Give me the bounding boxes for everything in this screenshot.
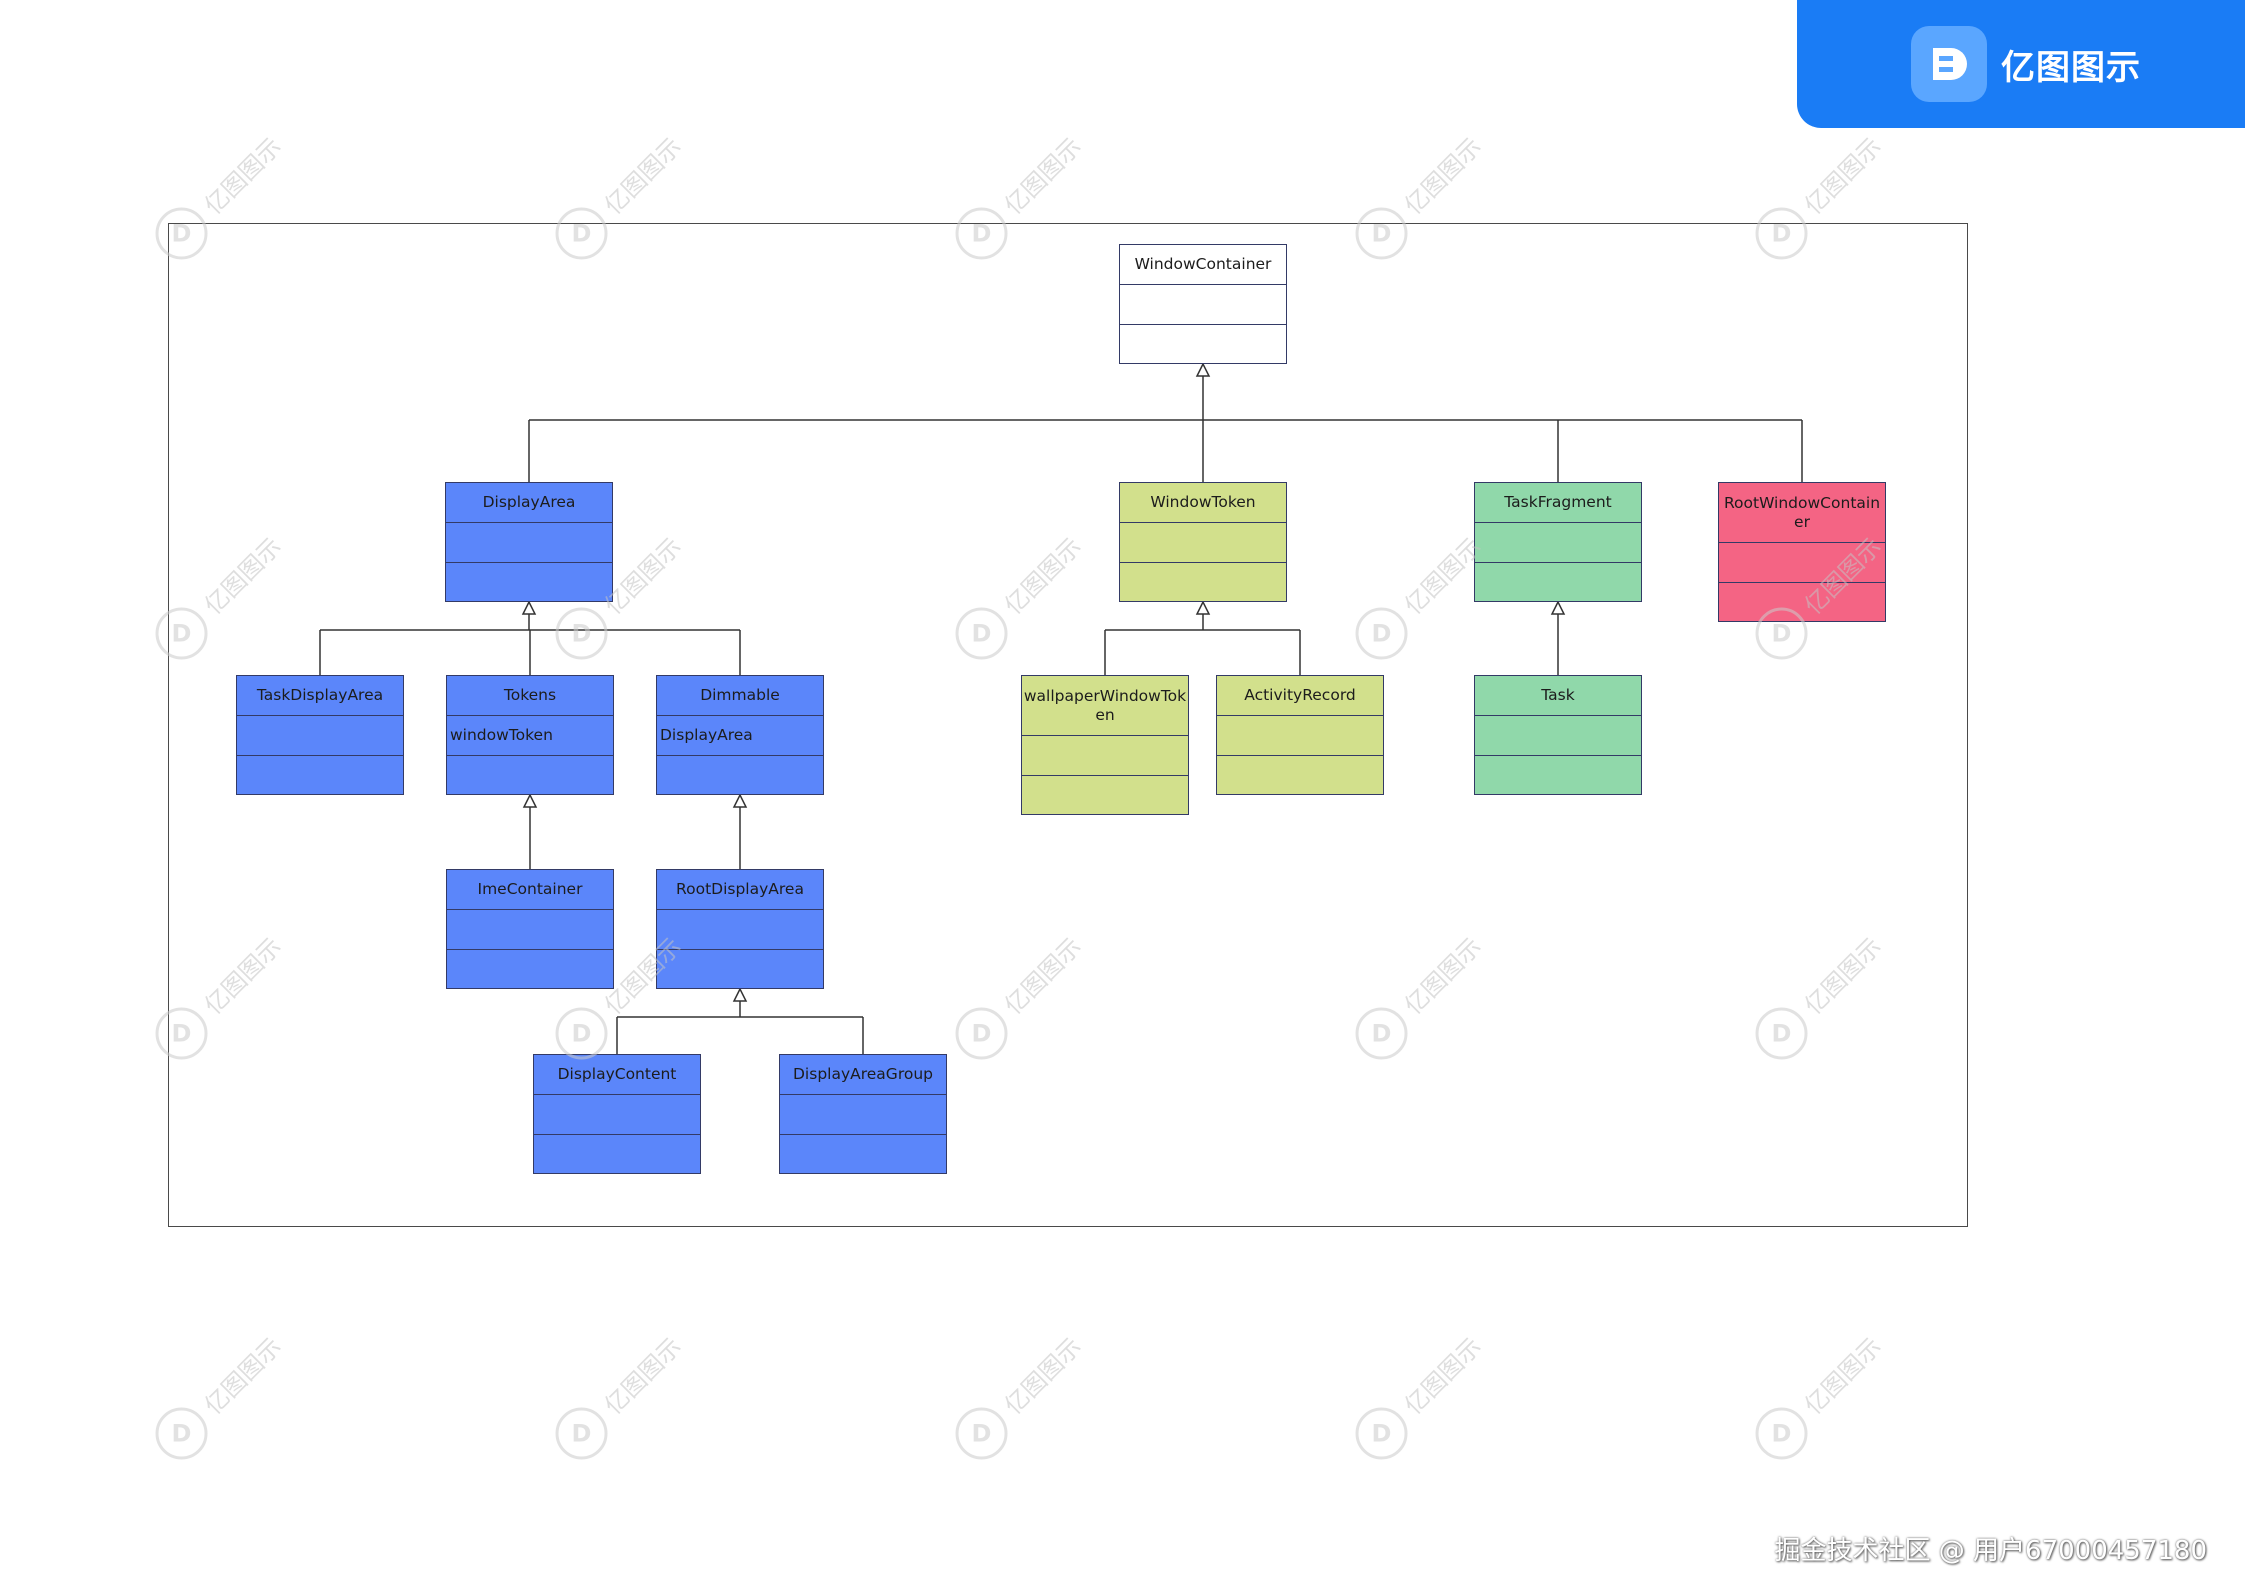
class-attributes bbox=[1120, 523, 1286, 563]
class-name: DisplayAreaGroup bbox=[780, 1055, 946, 1095]
generalization-arrowhead bbox=[1195, 362, 1211, 377]
class-operations bbox=[657, 950, 823, 990]
class-name: TaskDisplayArea bbox=[237, 676, 403, 716]
class-attributes bbox=[1719, 543, 1885, 583]
generalization-arrowhead bbox=[1550, 600, 1566, 615]
class-operations bbox=[1120, 325, 1286, 365]
class-operations bbox=[446, 563, 612, 603]
class-attributes bbox=[1022, 736, 1188, 776]
class-window-token[interactable]: WindowToken bbox=[1119, 482, 1287, 602]
class-operations bbox=[780, 1135, 946, 1175]
class-name: Task bbox=[1475, 676, 1641, 716]
class-operations bbox=[657, 756, 823, 796]
generalization-arrowhead bbox=[522, 793, 538, 808]
class-task[interactable]: Task bbox=[1474, 675, 1642, 795]
class-name: RootDisplayArea bbox=[657, 870, 823, 910]
class-task-display-area[interactable]: TaskDisplayArea bbox=[236, 675, 404, 795]
class-display-area-group[interactable]: DisplayAreaGroup bbox=[779, 1054, 947, 1174]
class-operations bbox=[1120, 563, 1286, 603]
edraw-logo-icon bbox=[1911, 26, 1987, 102]
class-name: Dimmable bbox=[657, 676, 823, 716]
class-operations bbox=[237, 756, 403, 796]
class-attributes bbox=[1475, 716, 1641, 756]
class-task-fragment[interactable]: TaskFragment bbox=[1474, 482, 1642, 602]
class-name: Tokens bbox=[447, 676, 613, 716]
class-attributes bbox=[237, 716, 403, 756]
generalization-arrowhead bbox=[521, 600, 537, 615]
generalization-arrowhead bbox=[732, 987, 748, 1002]
class-attributes bbox=[1475, 523, 1641, 563]
class-name: DisplayContent bbox=[534, 1055, 700, 1095]
class-operations bbox=[447, 950, 613, 990]
generalization-arrowhead bbox=[1195, 600, 1211, 615]
class-name: WindowContainer bbox=[1120, 245, 1286, 285]
class-name: DisplayArea bbox=[446, 483, 612, 523]
class-display-area[interactable]: DisplayArea bbox=[445, 482, 613, 602]
class-operations bbox=[1719, 583, 1885, 623]
class-attributes bbox=[447, 910, 613, 950]
credit-text: 掘金技术社区 @ 用户67000457180 bbox=[1774, 1536, 2208, 1566]
class-operations bbox=[1022, 776, 1188, 816]
class-attributes bbox=[657, 910, 823, 950]
class-operations bbox=[1475, 563, 1641, 603]
class-attributes: DisplayArea bbox=[657, 716, 823, 756]
class-window-container[interactable]: WindowContainer bbox=[1119, 244, 1287, 364]
class-attributes bbox=[446, 523, 612, 563]
class-name: wallpaperWindowTok en bbox=[1022, 676, 1188, 736]
brand-banner: 亿图图示 bbox=[1797, 0, 2245, 128]
class-display-content[interactable]: DisplayContent bbox=[533, 1054, 701, 1174]
generalization-arrowhead bbox=[732, 793, 748, 808]
class-attributes bbox=[1120, 285, 1286, 325]
class-operations bbox=[447, 756, 613, 796]
class-attributes bbox=[780, 1095, 946, 1135]
class-activity-record[interactable]: ActivityRecord bbox=[1216, 675, 1384, 795]
class-root-display-area[interactable]: RootDisplayArea bbox=[656, 869, 824, 989]
class-operations bbox=[534, 1135, 700, 1175]
class-name: ActivityRecord bbox=[1217, 676, 1383, 716]
class-attributes bbox=[1217, 716, 1383, 756]
class-attributes bbox=[534, 1095, 700, 1135]
brand-name: 亿图图示 bbox=[2001, 47, 2141, 88]
class-name: WindowToken bbox=[1120, 483, 1286, 523]
class-operations bbox=[1475, 756, 1641, 796]
class-wallpaper-window-token[interactable]: wallpaperWindowTok en bbox=[1021, 675, 1189, 815]
class-attributes: windowToken bbox=[447, 716, 613, 756]
class-name: ImeContainer bbox=[447, 870, 613, 910]
class-name: TaskFragment bbox=[1475, 483, 1641, 523]
class-ime-container[interactable]: ImeContainer bbox=[446, 869, 614, 989]
class-name: RootWindowContain er bbox=[1719, 483, 1885, 543]
class-root-window-container[interactable]: RootWindowContain er bbox=[1718, 482, 1886, 622]
class-operations bbox=[1217, 756, 1383, 796]
diagram-frame bbox=[168, 223, 1968, 1227]
